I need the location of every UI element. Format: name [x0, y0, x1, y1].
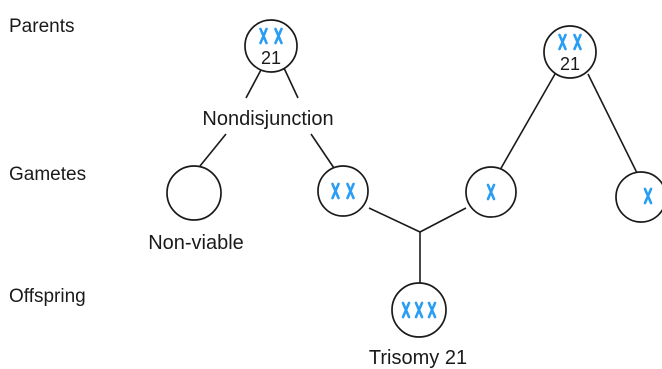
trisomy-caption: Trisomy 21	[369, 347, 467, 369]
parent-left-chromosomes	[259, 27, 283, 45]
line-label-to-disomic-gamete	[310, 133, 337, 172]
gamete-disomic-chromosomes	[331, 182, 355, 200]
chromosome-icon	[427, 301, 437, 319]
chromosome-icon	[274, 27, 283, 45]
parent-left-circle	[244, 19, 298, 73]
chromosome-icon	[558, 33, 567, 51]
gamete-normal-a-chromosomes	[486, 183, 496, 201]
gamete-disomic-circle	[317, 165, 369, 217]
gamete-normal-a-cell	[465, 166, 517, 218]
chromosome-icon	[346, 182, 355, 200]
chromosome-icon	[573, 33, 582, 51]
gamete-empty-circle	[166, 165, 222, 221]
gamete-normal-b-cell	[615, 171, 662, 223]
parent-right-cell: 21	[543, 25, 597, 79]
chromosome-icon	[643, 187, 653, 205]
row-label-parents: Parents	[9, 16, 74, 37]
chromosome-icon	[486, 183, 496, 201]
gamete-normal-b-circle	[615, 171, 662, 223]
line-parent-left-to-label	[245, 67, 263, 99]
parent-right-circle	[543, 25, 597, 79]
parent-right-number: 21	[560, 54, 580, 74]
gamete-disomic-cell	[317, 165, 369, 217]
line-parent-right-to-gamete-a	[499, 73, 556, 171]
chromosome-icon	[414, 301, 424, 319]
non-viable-caption: Non-viable	[148, 232, 244, 254]
line-label-to-empty-gamete	[199, 133, 227, 167]
line-normal-to-junction	[419, 207, 467, 233]
chromosome-icon	[331, 182, 340, 200]
gamete-normal-b-chromosomes	[643, 187, 653, 205]
offspring-cell	[391, 282, 447, 338]
lineage-lines	[199, 67, 638, 285]
gamete-empty-cell	[166, 165, 222, 221]
row-label-gametes: Gametes	[9, 164, 86, 185]
line-parent-left-to-label-right	[283, 67, 299, 99]
offspring-chromosomes	[401, 301, 437, 319]
line-parent-right-to-gamete-b	[587, 73, 638, 174]
line-disomic-to-junction	[368, 207, 421, 233]
chromosome-icon	[401, 301, 411, 319]
chromosome-icon	[259, 27, 268, 45]
parent-left-cell: 21	[244, 19, 298, 73]
parent-right-chromosomes	[558, 33, 582, 51]
row-label-offspring: Offspring	[9, 286, 86, 307]
nondisjunction-label: Nondisjunction	[202, 108, 333, 130]
parent-left-number: 21	[261, 48, 281, 68]
